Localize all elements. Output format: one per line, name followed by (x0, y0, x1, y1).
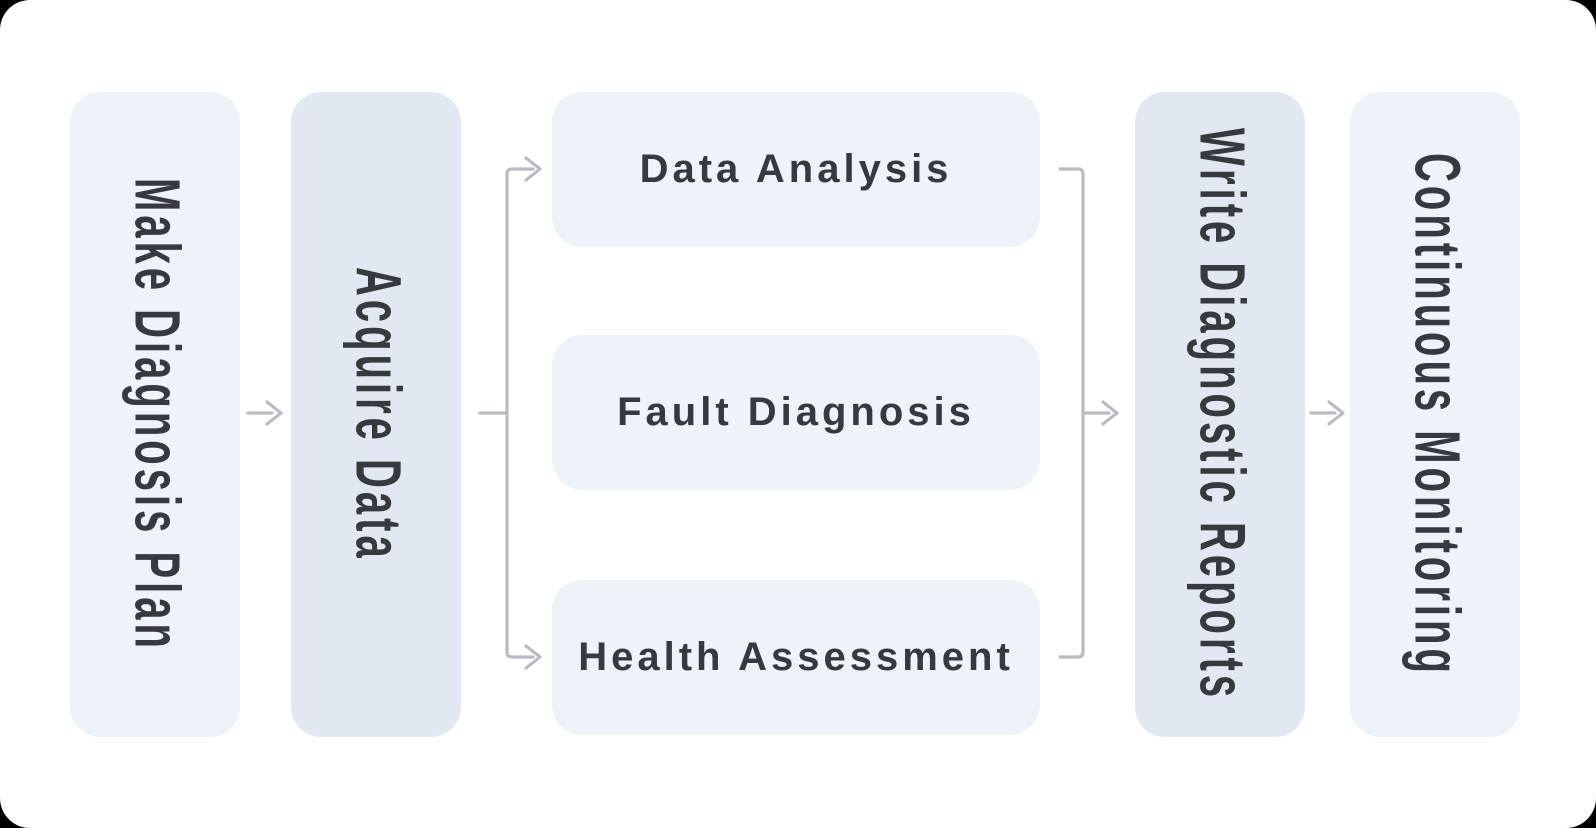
arrowhead-to-write-reports (1101, 400, 1119, 426)
node-health-assessment: Health Assessment (552, 580, 1040, 735)
node-label-acquire-data: Acquire Data (341, 267, 412, 562)
node-label-make-diagnosis-plan: Make Diagnosis Plan (120, 177, 191, 652)
node-label-write-diagnostic-reports: Write Diagnostic Reports (1185, 127, 1256, 702)
edge-acquire-data-to-data-analysis (505, 167, 535, 415)
arrowhead-to-health-assessment (524, 644, 542, 670)
edge-data-analysis-to-write-reports (1058, 167, 1085, 415)
edge-health-assessment-to-write-reports (1058, 411, 1085, 659)
arrowhead-to-continuous-monitoring (1327, 400, 1345, 426)
node-label-health-assessment: Health Assessment (578, 635, 1014, 679)
node-fault-diagnosis: Fault Diagnosis (552, 335, 1040, 490)
node-label-continuous-monitoring: Continuous Monitoring (1400, 152, 1471, 677)
arrowhead-to-data-analysis (524, 156, 542, 182)
node-write-diagnostic-reports: Write Diagnostic Reports (1135, 92, 1305, 737)
node-continuous-monitoring: Continuous Monitoring (1350, 92, 1520, 737)
node-acquire-data: Acquire Data (291, 92, 461, 737)
arrowhead-make-plan-to-acquire-data (265, 400, 283, 426)
node-label-data-analysis: Data Analysis (639, 147, 953, 191)
node-make-diagnosis-plan: Make Diagnosis Plan (70, 92, 240, 737)
node-data-analysis: Data Analysis (552, 92, 1040, 247)
node-label-fault-diagnosis: Fault Diagnosis (617, 390, 975, 434)
edge-acquire-data-to-health-assessment (505, 411, 535, 659)
